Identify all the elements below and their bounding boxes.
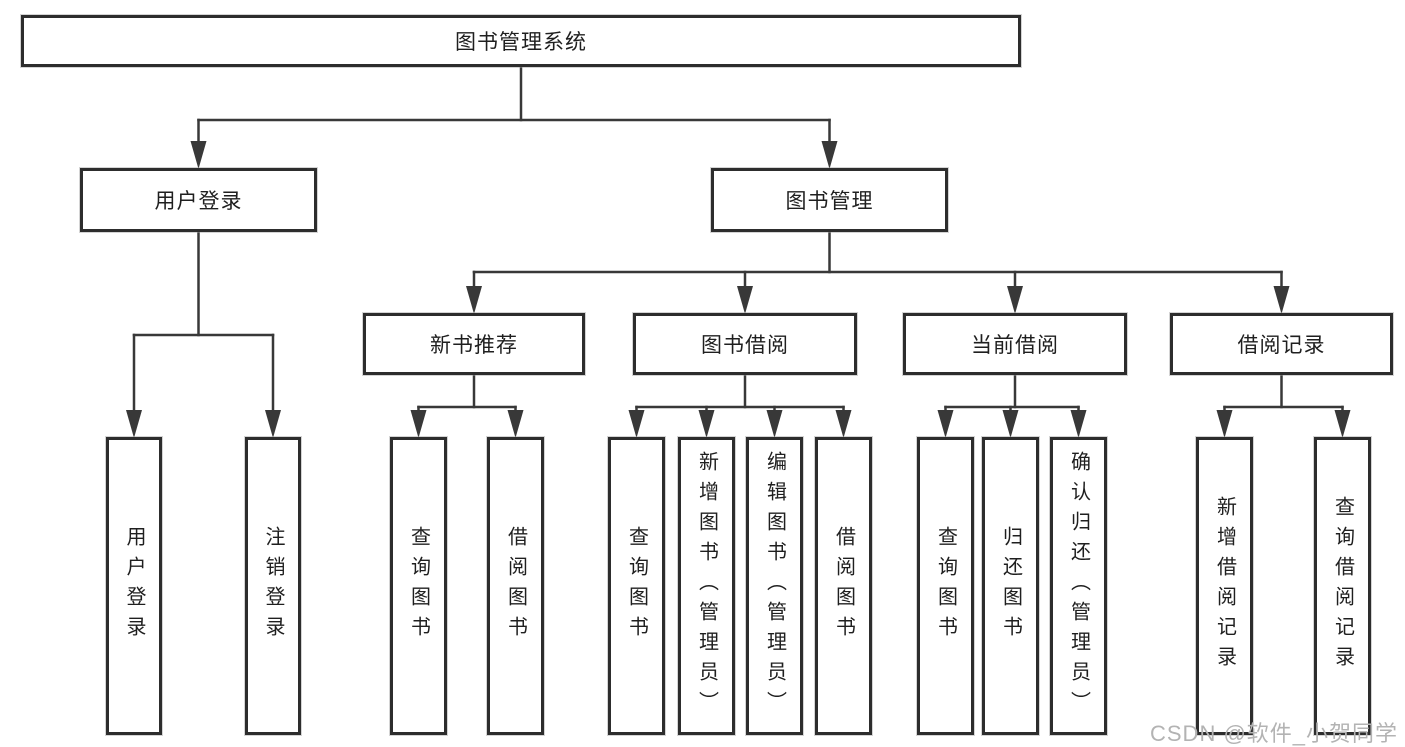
node-borrow-books-rec: 借阅图书 <box>487 437 544 735</box>
node-user-login: 用户登录 <box>80 168 317 232</box>
node-logout: 注销登录 <box>245 437 301 735</box>
node-confirm-return: 确认归还（管理员） <box>1050 437 1107 735</box>
node-query-books-rec: 查询图书 <box>390 437 447 735</box>
node-book-borrow: 图书借阅 <box>633 313 857 375</box>
node-current-borrow: 当前借阅 <box>903 313 1127 375</box>
node-add-borrow-record: 新增借阅记录 <box>1196 437 1253 735</box>
node-add-books-admin: 新增图书（管理员） <box>678 437 735 735</box>
watermark: CSDN @软件_小贺同学 <box>1150 721 1399 746</box>
node-book-mgmt: 图书管理 <box>711 168 948 232</box>
node-borrow-books: 借阅图书 <box>815 437 872 735</box>
node-borrow-records: 借阅记录 <box>1170 313 1393 375</box>
node-root: 图书管理系统 <box>21 15 1021 67</box>
node-edit-books-admin: 编辑图书（管理员） <box>746 437 803 735</box>
node-query-books-borrow: 查询图书 <box>608 437 665 735</box>
node-new-rec: 新书推荐 <box>363 313 585 375</box>
node-query-borrow-record: 查询借阅记录 <box>1314 437 1371 735</box>
node-return-books: 归还图书 <box>982 437 1039 735</box>
node-user-login-leaf: 用户登录 <box>106 437 162 735</box>
node-query-books-cur: 查询图书 <box>917 437 974 735</box>
